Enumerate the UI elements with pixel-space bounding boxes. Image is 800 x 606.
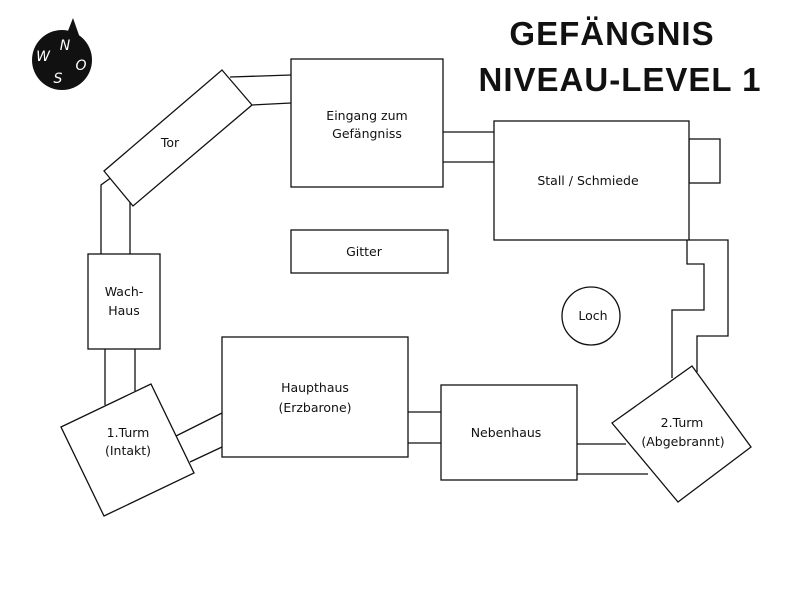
label-wachhaus-1: Wach-: [105, 284, 144, 299]
compass-icon: N W O S: [32, 18, 92, 90]
room-gitter: Gitter: [290, 229, 449, 274]
label-stall: Stall / Schmiede: [537, 173, 639, 188]
label-turm1-1: 1.Turm: [107, 425, 150, 440]
label-nebenhaus: Nebenhaus: [471, 425, 542, 440]
room-tor: Tor: [103, 69, 253, 207]
label-loch: Loch: [578, 308, 607, 323]
room-loch: Loch: [561, 286, 621, 346]
label-turm2-2: (Abgebrannt): [641, 434, 724, 449]
label-haupthaus-1: Haupthaus: [281, 380, 349, 395]
stall-annex: [688, 138, 721, 184]
label-turm1-2: (Intakt): [105, 443, 151, 458]
compass-south: S: [54, 71, 63, 87]
label-gitter: Gitter: [346, 244, 383, 259]
room-nebenhaus: Nebenhaus: [440, 384, 578, 481]
map-title: GEFÄNGNIS: [509, 15, 714, 52]
compass-east: O: [75, 58, 86, 74]
room-haupthaus: Haupthaus (Erzbarone): [221, 336, 409, 458]
corridors: [100, 74, 729, 475]
label-eingang-1: Eingang zum: [326, 108, 407, 123]
map-subtitle: NIVEAU-LEVEL 1: [479, 61, 762, 98]
room-turm-1: 1.Turm (Intakt): [60, 383, 195, 517]
room-wachhaus: Wach- Haus: [87, 253, 161, 350]
label-wachhaus-2: Haus: [108, 303, 140, 318]
label-turm2-1: 2.Turm: [661, 415, 704, 430]
label-tor: Tor: [160, 135, 180, 150]
compass-west: W: [36, 49, 51, 65]
room-turm-2: 2.Turm (Abgebrannt): [611, 365, 752, 503]
label-eingang-2: Gefängniss: [332, 126, 402, 141]
label-haupthaus-2: (Erzbarone): [278, 400, 351, 415]
compass-north: N: [60, 38, 71, 54]
room-stall-schmiede: Stall / Schmiede: [493, 120, 690, 241]
room-eingang: Eingang zum Gefängniss: [290, 58, 444, 188]
